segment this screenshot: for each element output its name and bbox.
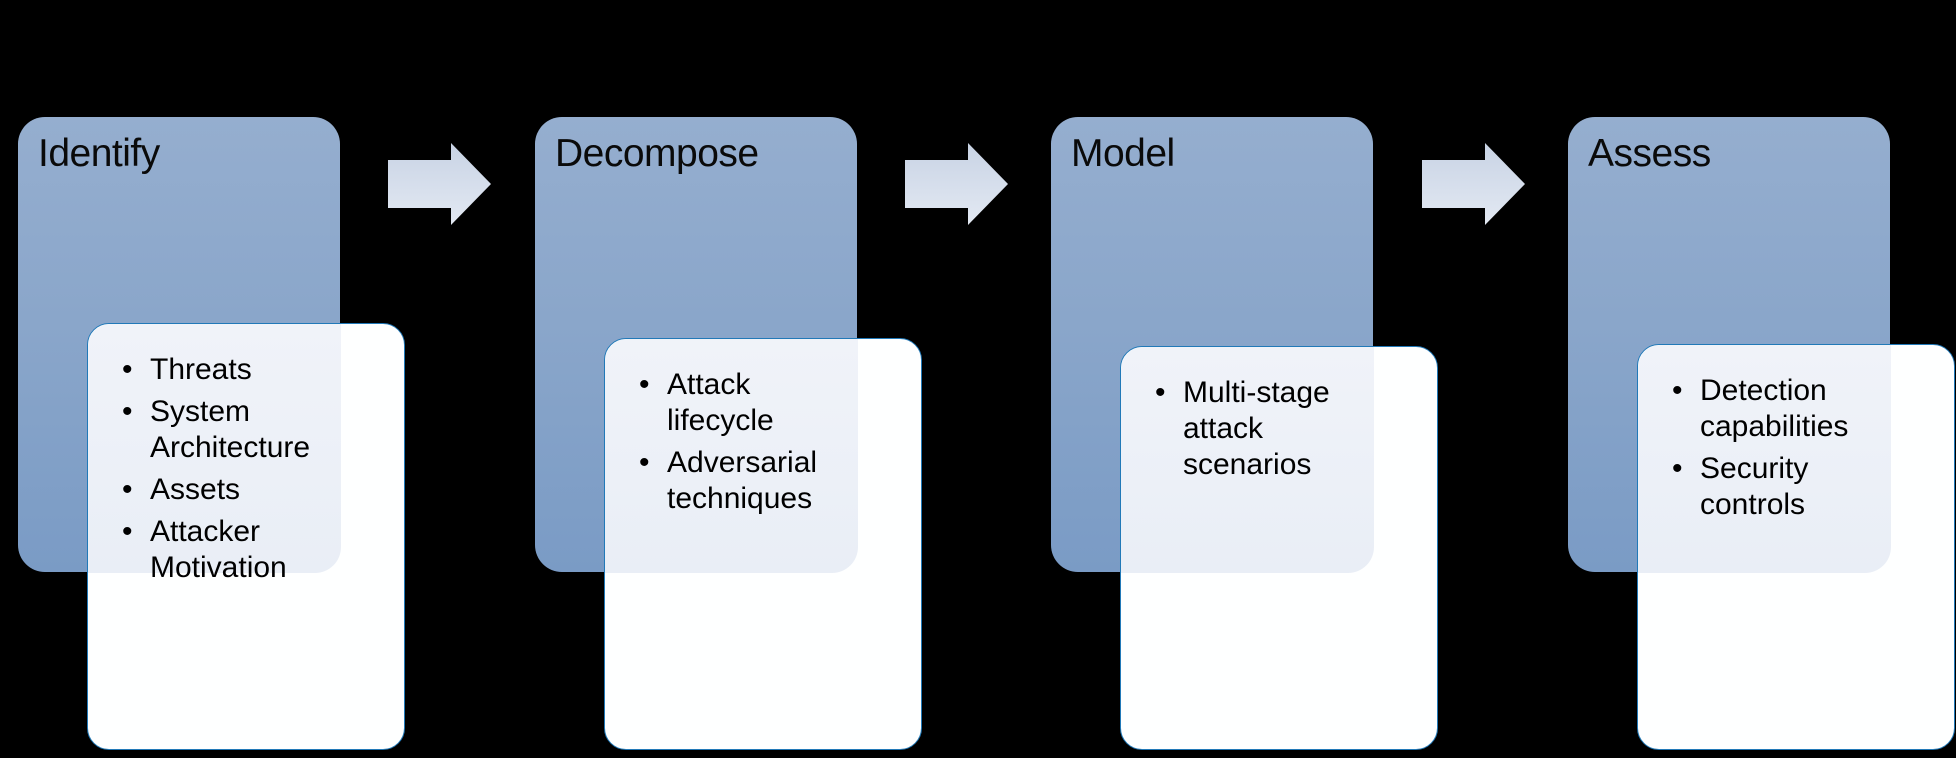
card-tint-overlay [1121, 347, 1374, 573]
bullet-text: Multi-stage attack scenarios [1183, 376, 1330, 481]
bullet-text: Threats [150, 353, 252, 386]
bullet-icon: • [639, 446, 650, 479]
bullet-item: • Attacker Motivation [122, 514, 394, 586]
card-tint-overlay [88, 324, 341, 573]
bullet-list: • Threats • System Architecture • Assets • A… [122, 352, 394, 586]
flow-arrow-icon [388, 143, 491, 225]
bullet-item: • Threats [122, 352, 394, 388]
bullet-item: • Assets [122, 472, 394, 508]
flow-arrow-icon [905, 143, 1008, 225]
bullet-item: • System Architecture [122, 394, 394, 466]
bullet-item: • Attack lifecycle [639, 367, 911, 439]
bullet-icon: • [122, 353, 133, 386]
stage-card-model: • Multi-stage attack scenarios [1120, 346, 1438, 750]
bullet-list: • Multi-stage attack scenarios [1155, 375, 1427, 483]
card-tint-overlay [605, 339, 858, 573]
bullet-icon: • [122, 515, 133, 548]
bullet-icon: • [1672, 374, 1683, 407]
bullet-item: • Detection capabilities [1672, 373, 1944, 445]
bullet-icon: • [122, 395, 133, 428]
bullet-text: Assets [150, 473, 241, 506]
bullet-icon: • [639, 368, 650, 401]
stage-card-assess: • Detection capabilities • Security contro… [1637, 344, 1955, 750]
bullet-icon: • [1155, 376, 1166, 409]
bullet-item: • Multi-stage attack scenarios [1155, 375, 1427, 483]
stage-card-identify: • Threats • System Architecture • Assets • A… [87, 323, 405, 750]
bullet-text: Adversarial techniques [667, 446, 818, 515]
bullet-text: System Architecture [150, 395, 311, 464]
card-tint-overlay [1638, 345, 1891, 573]
bullet-item: • Adversarial techniques [639, 445, 911, 517]
stage-title: Assess [1588, 132, 1711, 175]
stage-title: Identify [38, 132, 160, 175]
bullet-text: Attacker Motivation [150, 515, 287, 584]
flow-arrow-icon [1422, 143, 1525, 225]
bullet-text: Attack lifecycle [667, 368, 774, 437]
bullet-icon: • [122, 473, 133, 506]
stage-title: Decompose [555, 132, 759, 175]
bullet-text: Detection capabilities [1700, 374, 1849, 443]
bullet-text: Security controls [1700, 452, 1809, 521]
stage-title: Model [1071, 132, 1175, 175]
stage-card-decompose: • Attack lifecycle • Adversarial technique… [604, 338, 922, 750]
bullet-item: • Security controls [1672, 451, 1944, 523]
bullet-list: • Detection capabilities • Security contro… [1672, 373, 1944, 523]
bullet-list: • Attack lifecycle • Adversarial technique… [639, 367, 911, 517]
bullet-icon: • [1672, 452, 1683, 485]
